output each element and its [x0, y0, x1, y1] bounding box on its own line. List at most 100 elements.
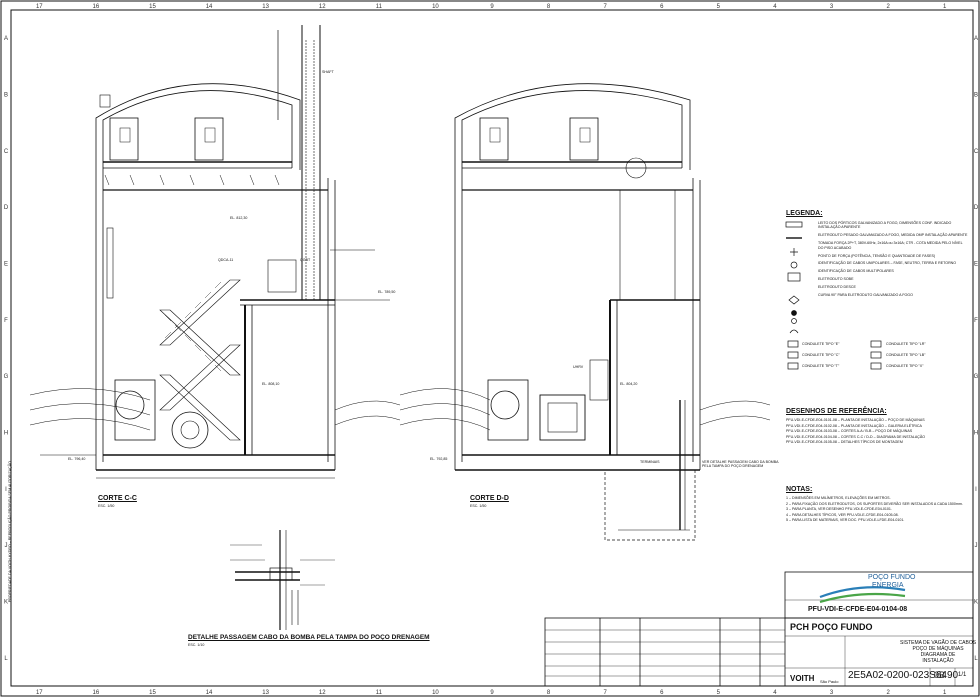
grid-row-label: F: [4, 318, 8, 324]
grid-row-label: L: [4, 656, 8, 662]
section-d-scale: ESC. 1/50: [470, 504, 487, 508]
drawing-title-line: SISTEMA DE VAGÃO DE CABOS: [900, 640, 977, 646]
grid-column-label: 12: [319, 4, 326, 10]
grid-row-label: C: [4, 149, 9, 155]
project-name: PCH POÇO FUNDO: [790, 622, 873, 632]
drawing-number: PFU-VDI-E-CFDE-E04-0104-08: [808, 606, 908, 613]
elevation-label: EL. 796,40: [68, 457, 86, 461]
grid-column-label: 12: [319, 690, 326, 696]
grid-column-label: 4: [773, 690, 777, 696]
legend-item: CURVA 90° PARA ELETRODUTO GALVANIZADO A …: [818, 293, 913, 298]
grid-column-label: 5: [717, 4, 721, 10]
equipment-label: TERMINAIS: [640, 460, 660, 464]
grid-column-label: 15: [149, 4, 156, 10]
legend-item: ELETRODUTO DESCE: [818, 285, 856, 290]
section-d-d-drawing: [399, 83, 771, 541]
notes-list: 1 – DIMENSÕES EM MILÍMETROS, ELEVAÇÕES E…: [786, 496, 974, 524]
grid-column-label: 1: [943, 4, 947, 10]
grid-column-label: 13: [262, 690, 269, 696]
legend-item: ELETRODUTO SOBE: [818, 277, 854, 282]
elevation-label: EL. 812,30: [230, 216, 248, 220]
grid-column-label: 9: [490, 4, 494, 10]
left-margin-note: PROPRIEDADE DA VOITH HYDRO – REPRODUÇÃO …: [7, 461, 12, 603]
equipment-label: QGBT: [300, 258, 311, 262]
grid-column-label: 17: [36, 690, 43, 696]
detail-reference-note: VER DETALHE PASSAGEM CABO DA BOMBA PELA …: [702, 460, 779, 469]
sheet-number: 1/1: [958, 672, 967, 678]
note-item: 2 – PARA FIXAÇÃO DOS ELETRODUTOS, OS SUP…: [786, 501, 963, 506]
grid-row-label: G: [974, 374, 979, 380]
client-document-number: 2E5A02-0200-023S6490: [848, 670, 959, 681]
logo-text-line1: POÇO FUNDO: [868, 574, 916, 581]
note-item: 1 – DIMENSÕES EM MILÍMETROS, ELEVAÇÕES E…: [786, 496, 891, 500]
legend-title: LEGENDA:: [786, 210, 823, 217]
grid-column-label: 9: [490, 690, 494, 696]
drawing-title-line: POÇO DE MÁQUINAS: [912, 646, 964, 652]
detail-caption: DETALHE PASSAGEM CABO DA BOMBA PELA TAMP…: [188, 634, 430, 641]
grid-column-label: 8: [547, 690, 551, 696]
grid-row-label: D: [974, 205, 979, 211]
revision-number: 0B: [934, 670, 946, 680]
grid-row-label: C: [974, 149, 979, 155]
elevation-label: EL. 789,50: [378, 290, 396, 294]
grid-row-label: I: [5, 487, 7, 493]
grid-row-label: E: [4, 262, 8, 268]
legend-item: TOMADA FORÇA 2P+T, 380V-60Hz, 2x16A ou 3…: [818, 241, 963, 250]
grid-row-label: A: [974, 36, 978, 42]
grid-row-label: J: [5, 543, 8, 549]
elevation-label: EL. 808,10: [262, 382, 280, 386]
drawing-title-line: INSTALAÇÃO: [922, 658, 954, 664]
drawing-title: SISTEMA DE VAGÃO DE CABOS POÇO DE MÁQUIN…: [900, 640, 976, 664]
equipment-label: SHAFT: [322, 70, 334, 74]
grid-column-label: 14: [206, 690, 213, 696]
grid-column-label: 15: [149, 690, 156, 696]
reference-item: PFU-VDI-E-CFDE-E04-0103-08 – CORTES A-A …: [786, 429, 913, 434]
grid-column-label: 11: [376, 4, 383, 10]
condulete-item: CONDULETE TIPO "E": [802, 342, 840, 346]
note-item: 5 – PARA LISTA DE MATERIAIS, VER DOC. PF…: [786, 518, 905, 523]
reference-item: PFU-VDI-E-CFDE-E04-0101-08 – PLANTA DE I…: [786, 418, 925, 422]
grid-column-label: 3: [830, 690, 834, 696]
reference-item: PFU-VDI-E-CFDE-E04-0105-08 – DETALHES TÍ…: [786, 440, 903, 445]
grid-column-label: 16: [93, 690, 100, 696]
notes-title: NOTAS:: [786, 486, 813, 493]
elevation-label: EL. 804,20: [620, 382, 638, 386]
grid-column-label: 7: [604, 690, 608, 696]
brand-place: São Paulo: [820, 679, 839, 684]
reference-item: PFU-VDI-E-CFDE-E04-0104-08 – CORTES C-C …: [786, 434, 926, 439]
grid-column-label: 10: [432, 4, 439, 10]
grid-row-label: J: [975, 543, 978, 549]
legend-symbols: [785, 221, 882, 370]
grid-row-label: F: [974, 318, 978, 324]
grid-row-label: K: [974, 600, 978, 606]
grid-column-label: 4: [773, 4, 777, 10]
equipment-label: UHRV: [573, 365, 584, 369]
grid-row-label: H: [4, 431, 8, 437]
grid-column-label: 13: [262, 4, 269, 10]
grid-column-label: 6: [660, 4, 664, 10]
grid-column-label: 17: [36, 4, 43, 10]
condulete-item: CONDULETE TIPO "T": [802, 364, 840, 368]
detail-cable-passage-drawing: [230, 530, 335, 630]
note-item: 3 – PARA PLANTA, VER DESENHO PFU-VDI-E-C…: [786, 507, 892, 512]
grid-row-label: L: [974, 656, 978, 662]
grid-row-label: G: [4, 374, 9, 380]
grid-row-label: D: [4, 205, 9, 211]
condulete-item: CONDULETE TIPO "C": [802, 353, 840, 357]
grid-row-label: I: [975, 487, 977, 493]
grid-row-label: A: [4, 36, 8, 42]
condulete-item: CONDULETE TIPO "LR": [886, 342, 926, 346]
references-list: PFU-VDI-E-CFDE-E04-0101-08 – PLANTA DE I…: [786, 418, 966, 446]
section-d-caption: CORTE D-D: [470, 495, 509, 502]
grid-column-label: 1: [943, 690, 947, 696]
poco-fundo-logo-icon: [819, 586, 906, 604]
legend-item: IDENTIFICAÇÃO DE CABOS MULTIPOLARES: [818, 269, 894, 274]
condulete-item: CONDULETE TIPO "LB": [886, 353, 926, 357]
grid-row-label: K: [4, 600, 8, 606]
reference-item: PFU-VDI-E-CFDE-E04-0102-08 – PLANTA DE I…: [786, 423, 922, 428]
legend-item: ELETRODUTO PESADO GALVANIZADO A FOGO, ME…: [818, 233, 968, 238]
grid-column-label: 7: [604, 4, 608, 10]
